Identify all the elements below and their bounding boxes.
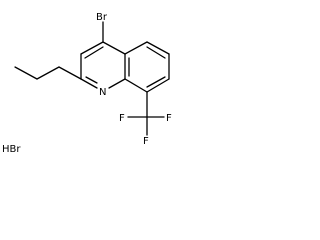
bond-c8-c8a (124, 78, 148, 93)
bond-c3-c4-inner (84, 46, 104, 59)
salt-label: HBr (2, 144, 21, 155)
bond-propyl1-propyl2 (36, 66, 60, 80)
bond-propyl2-propyl3 (14, 66, 38, 80)
bond-c2-n1 (80, 78, 98, 89)
bond-c4-c4a (102, 41, 126, 55)
bond-c2-propyl1 (58, 66, 82, 80)
bond-c7-c8 (146, 78, 170, 93)
atom-fluorine-left: F (119, 113, 125, 124)
bond-c7-c8-inner (146, 76, 166, 88)
bond-c3-c4 (80, 41, 104, 55)
bond-n1-c8a (108, 78, 126, 89)
bond-c5-c6-inner (146, 46, 166, 59)
bond-c5-c6 (146, 41, 170, 55)
atom-fluorine-right: F (166, 113, 172, 124)
atom-nitrogen: N (99, 87, 106, 98)
structure-diagram: Br N F F F HBr (2, 12, 172, 155)
atom-bromine: Br (96, 12, 108, 23)
bond-c4a-c5 (124, 41, 148, 55)
atom-fluorine-bottom: F (143, 136, 149, 147)
bond-c2-n1-inner (85, 76, 98, 84)
